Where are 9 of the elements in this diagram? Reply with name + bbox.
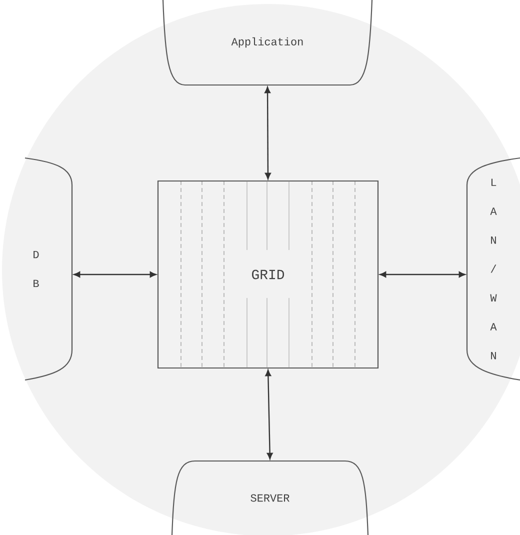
arrow [380,272,466,278]
grid-box: GRID [157,180,379,369]
curved-box: LAN/WAN [466,157,520,381]
arrow [74,272,156,278]
arrow [264,86,271,180]
curved-box: Application [162,0,373,86]
curved-box: SERVER [171,460,369,535]
curved-box: DB [24,157,73,381]
arrow [265,370,273,460]
